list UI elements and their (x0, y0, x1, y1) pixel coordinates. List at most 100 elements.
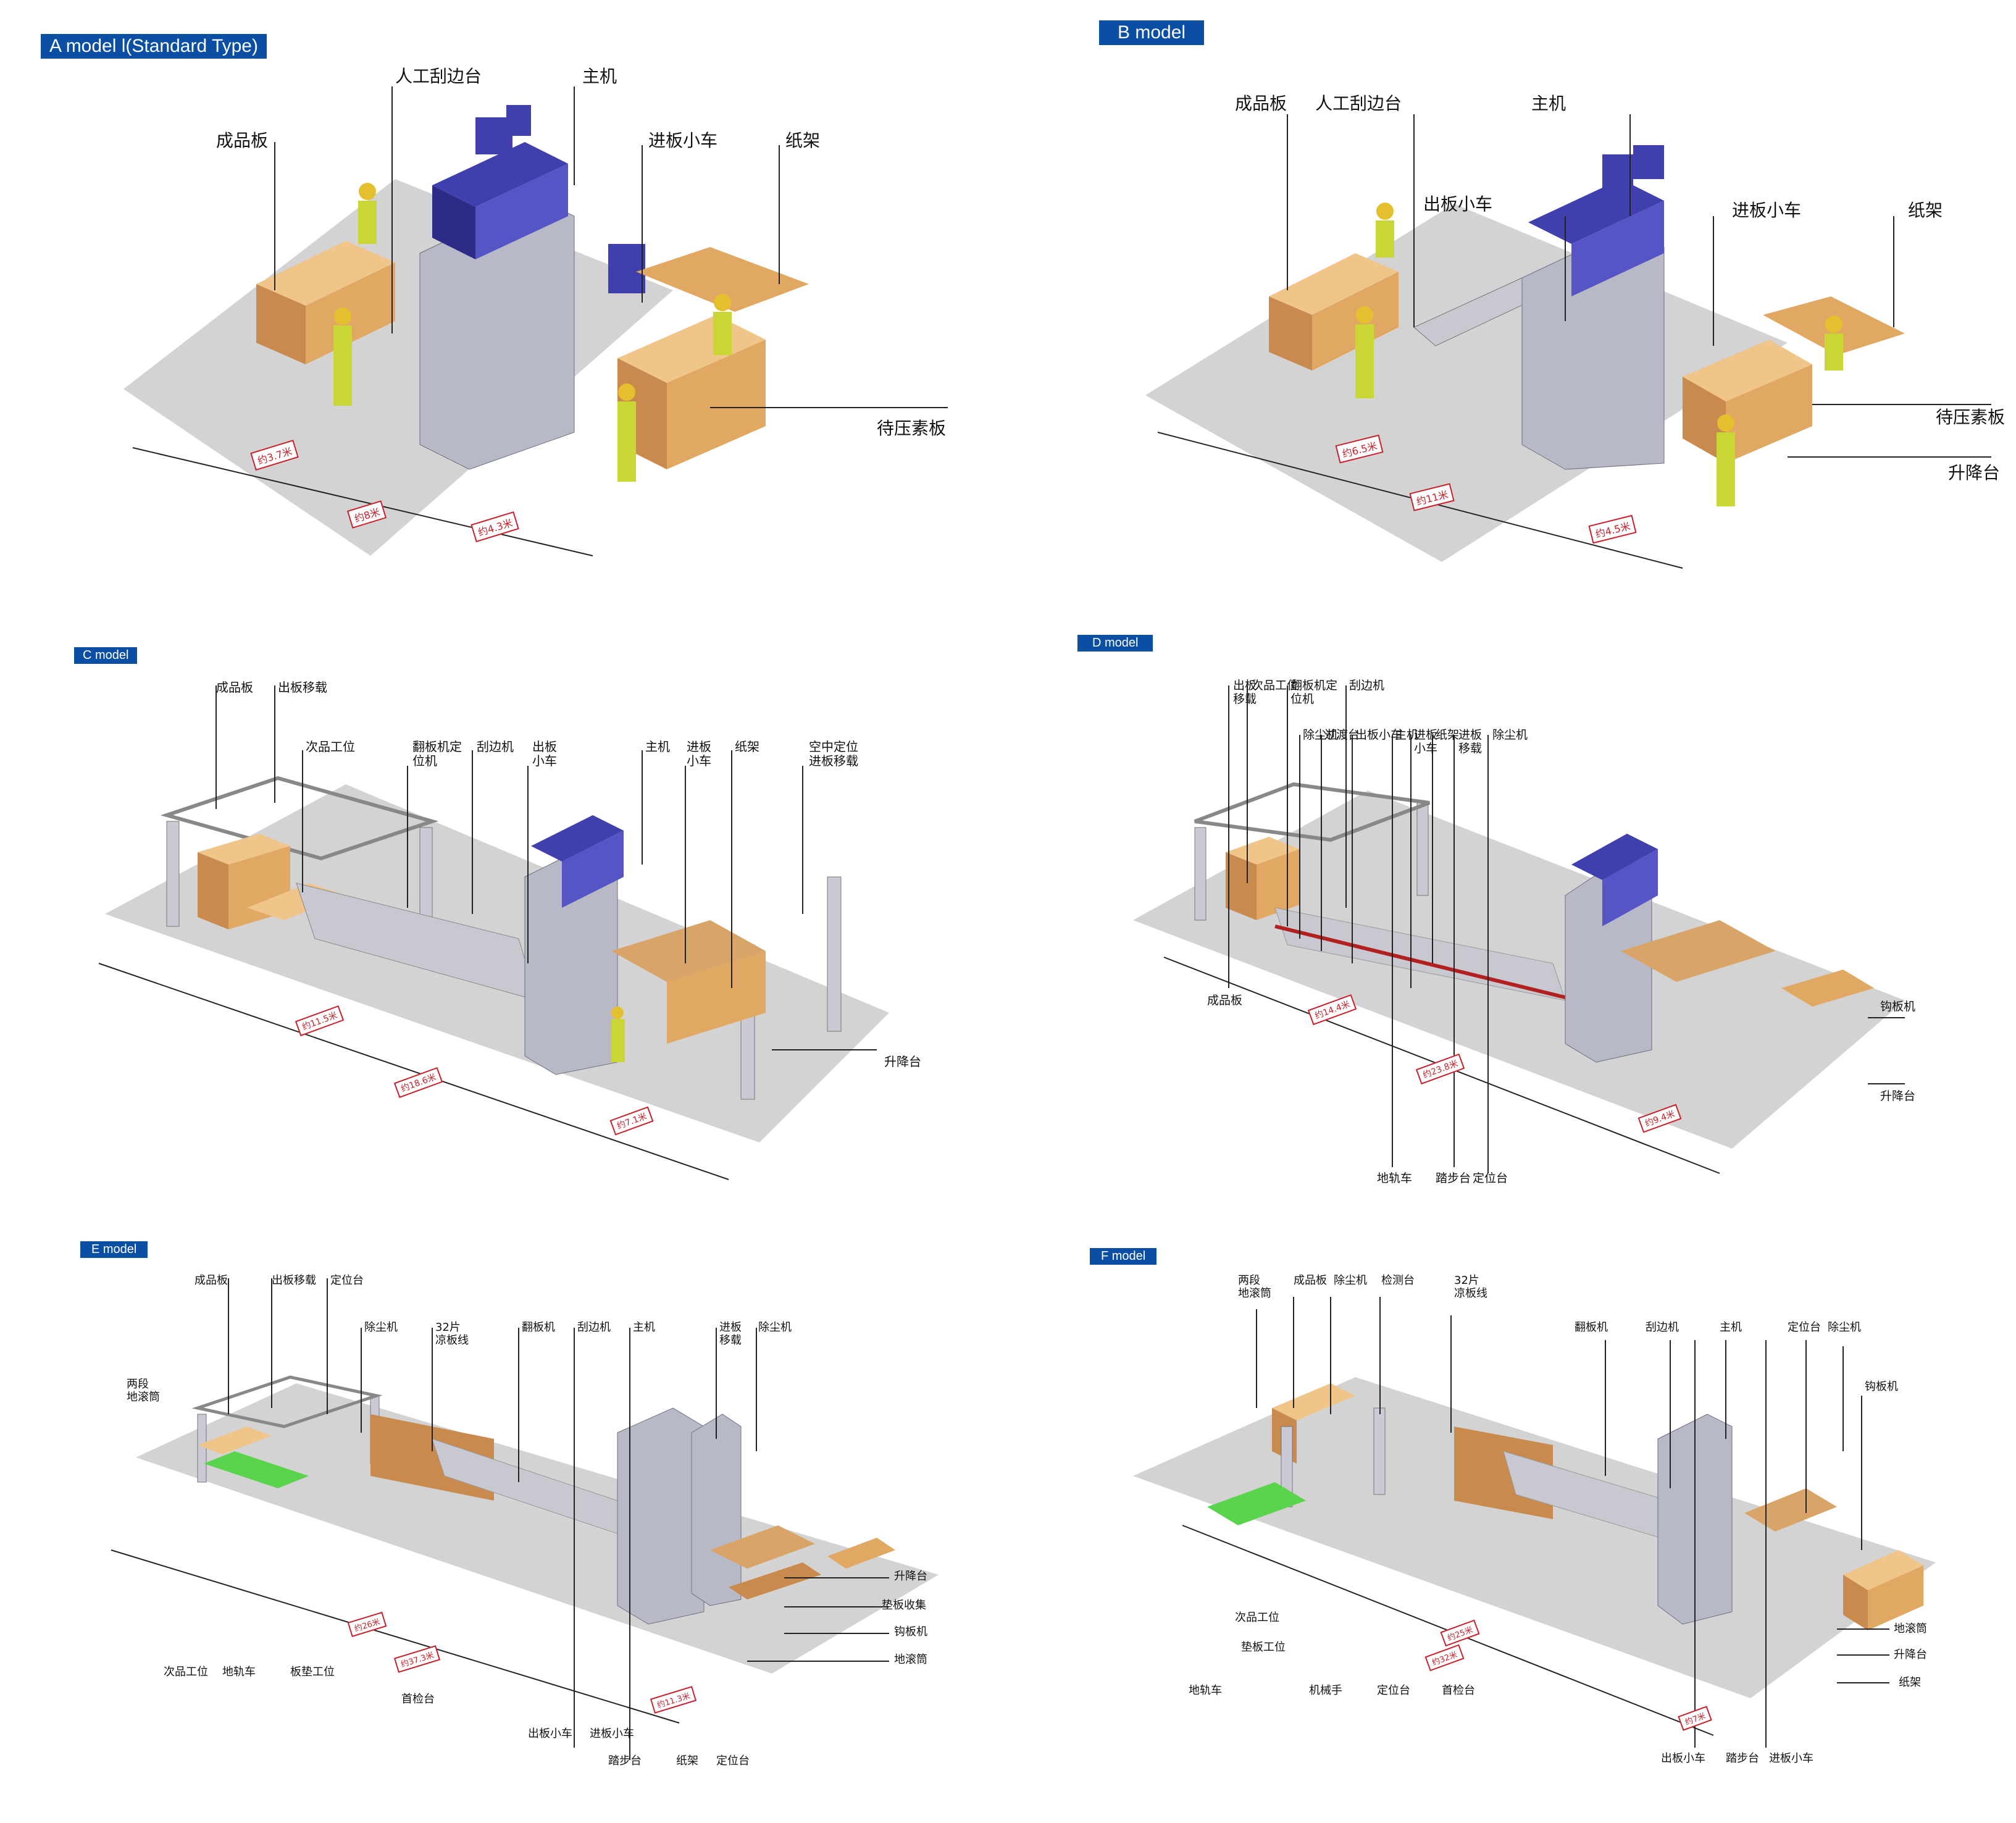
panel-a-label-finished-board: 成品板 (216, 130, 269, 151)
panel-e-label-11: 升降台 (894, 1570, 927, 1583)
panel-c-label-4: 刮边机 (477, 739, 514, 754)
panel-f-illustration (1133, 1297, 1936, 1748)
panel-d-label-7: 主机 (1395, 728, 1419, 742)
panel-f-label-8: 定位台 (1788, 1321, 1821, 1334)
panel-c-illustration (98, 685, 889, 1180)
panel-e-label-17: 板垫工位 (290, 1666, 335, 1678)
panel-c-label-3: 翻板机定 位机 (412, 739, 462, 768)
panel-e-label-19: 出板小车 (528, 1727, 572, 1740)
panel-f-label-7: 主机 (1720, 1321, 1742, 1334)
panel-f-model: F model (1010, 1229, 2016, 1823)
panel-b-label-paper-rack: 纸架 (1908, 200, 1943, 220)
panel-f-label-10: 钩板机 (1865, 1380, 1898, 1393)
panel-e-label-9: 除尘机 (758, 1321, 792, 1334)
panel-e-tag: E model (80, 1241, 148, 1258)
panel-e-label-12: 垫板收集 (882, 1599, 926, 1612)
panel-f-label-17: 机械手 (1309, 1684, 1342, 1697)
panel-e-label-15: 次品工位 (164, 1666, 208, 1678)
panel-d-label-8: 进板 小车 (1414, 728, 1438, 755)
panel-a-label-boards-to-press: 待压素板 (877, 418, 947, 438)
panel-b-label-infeed-cart: 进板小车 (1732, 200, 1802, 220)
panel-a-model: A model l(Standard Type) (0, 0, 1006, 605)
panel-f-tag: F model (1090, 1248, 1157, 1265)
panel-f-label-19: 首检台 (1442, 1684, 1475, 1697)
panel-f-label-4: 32片 凉板线 (1454, 1274, 1487, 1300)
panel-f-label-18: 定位台 (1377, 1684, 1410, 1697)
panel-c-label-8: 纸架 (735, 739, 759, 754)
panel-a-tag: A model l(Standard Type) (41, 34, 267, 59)
panel-f-label-20: 出板小车 (1661, 1752, 1705, 1765)
panel-c-label-1: 出板移载 (278, 680, 327, 695)
panel-f-label-21: 踏步台 (1726, 1752, 1759, 1765)
panel-d-label-16: 踏步台 (1436, 1171, 1471, 1185)
panel-e-label-23: 定位台 (716, 1754, 750, 1767)
panel-c-label-7: 进板 小车 (687, 739, 711, 768)
panel-f-label-2: 除尘机 (1334, 1274, 1367, 1287)
panel-d-label-12: 钩板机 (1880, 1000, 1916, 1013)
panel-e-label-14: 地滚筒 (894, 1653, 927, 1666)
panel-f-label-5: 翻板机 (1575, 1321, 1608, 1334)
panel-f-label-22: 进板小车 (1769, 1752, 1813, 1765)
panel-e-label-10: 两段 地滚筒 (127, 1378, 160, 1404)
panel-d-tag: D model (1077, 635, 1153, 652)
panel-d-label-0: 出板 移载 (1233, 679, 1257, 706)
panel-a-label-infeed-cart: 进板小车 (648, 130, 718, 151)
panel-a-illustration (123, 86, 948, 556)
panel-e-illustration (111, 1278, 939, 1760)
panel-e-model: E model (0, 1229, 1006, 1823)
panel-b-label-manual-edge-table: 人工刮边台 (1315, 93, 1402, 114)
panel-f-label-1: 成品板 (1294, 1274, 1327, 1287)
panel-c-label-0: 成品板 (216, 680, 253, 695)
panel-d-label-11: 除尘机 (1492, 728, 1528, 742)
panel-e-label-1: 出板移载 (272, 1274, 316, 1287)
panel-e-label-18: 首检台 (401, 1693, 435, 1706)
panel-d-illustration (1133, 685, 1905, 1174)
panel-f-label-9: 除尘机 (1828, 1321, 1861, 1334)
panel-c-model: C model (0, 618, 1006, 1217)
panel-e-label-7: 主机 (633, 1321, 655, 1334)
panel-e-label-8: 进板 移载 (719, 1321, 742, 1347)
panel-d-label-13: 升降台 (1880, 1089, 1916, 1103)
panel-d-label-2: 翻板机定 位机 (1290, 679, 1338, 706)
panel-d-label-9: 纸架 (1436, 728, 1460, 742)
panel-f-label-0: 两段 地滚筒 (1238, 1274, 1271, 1300)
panel-b-label-outfeed-cart: 出板小车 (1423, 194, 1493, 214)
panel-b-tag: B model (1099, 20, 1205, 45)
panel-b-label-main-press: 主机 (1531, 93, 1566, 114)
panel-e-label-16: 地轨车 (222, 1666, 256, 1678)
panel-b-label-lift-table: 升降台 (1948, 463, 2001, 483)
panel-d-label-5: 过渡台 (1324, 728, 1360, 742)
panel-f-label-14: 次品工位 (1235, 1611, 1279, 1624)
panel-e-label-3: 除尘机 (364, 1321, 398, 1334)
panel-c-label-9: 空中定位 进板移载 (809, 739, 858, 768)
panel-f-label-16: 地轨车 (1189, 1684, 1222, 1697)
panel-e-label-21: 踏步台 (608, 1754, 642, 1767)
panel-d-label-3: 刮边机 (1349, 679, 1385, 692)
panel-b-illustration (1145, 114, 1991, 569)
panel-e-label-6: 刮边机 (577, 1321, 611, 1334)
panel-d-label-14: 成品板 (1207, 994, 1243, 1007)
panel-d-label-15: 地轨车 (1377, 1171, 1413, 1185)
panel-f-label-13: 纸架 (1899, 1676, 1921, 1689)
panel-d-label-10: 进板 移载 (1458, 728, 1483, 755)
panel-a-label-main-press: 主机 (582, 66, 617, 86)
panel-e-label-0: 成品板 (194, 1274, 228, 1287)
panel-e-label-20: 进板小车 (590, 1727, 634, 1740)
panel-d-label-1: 次品工位 (1252, 679, 1299, 692)
panel-a-label-manual-edge-table: 人工刮边台 (395, 66, 482, 86)
panel-f-label-15: 垫板工位 (1241, 1641, 1286, 1654)
panel-c-label-6: 主机 (645, 739, 670, 754)
panel-e-label-2: 定位台 (330, 1274, 364, 1287)
panel-d-label-17: 定位台 (1473, 1171, 1508, 1185)
panel-b-label-boards-to-press: 待压素板 (1936, 407, 2006, 427)
panel-f-label-6: 刮边机 (1646, 1321, 1679, 1334)
panel-f-label-3: 检测台 (1381, 1274, 1415, 1287)
panel-d-label-4: 除尘机 (1303, 728, 1339, 742)
panel-e-label-13: 钩板机 (894, 1625, 927, 1638)
panel-d-label-6: 出板小车 (1355, 728, 1403, 742)
panel-e-label-4: 32片 凉板线 (435, 1321, 469, 1347)
panel-d-model: D model (1010, 618, 2016, 1217)
panel-c-label-2: 次品工位 (306, 739, 355, 754)
panel-c-label-5: 出板 小车 (532, 739, 557, 768)
panel-c-label-10: 升降台 (884, 1054, 921, 1069)
